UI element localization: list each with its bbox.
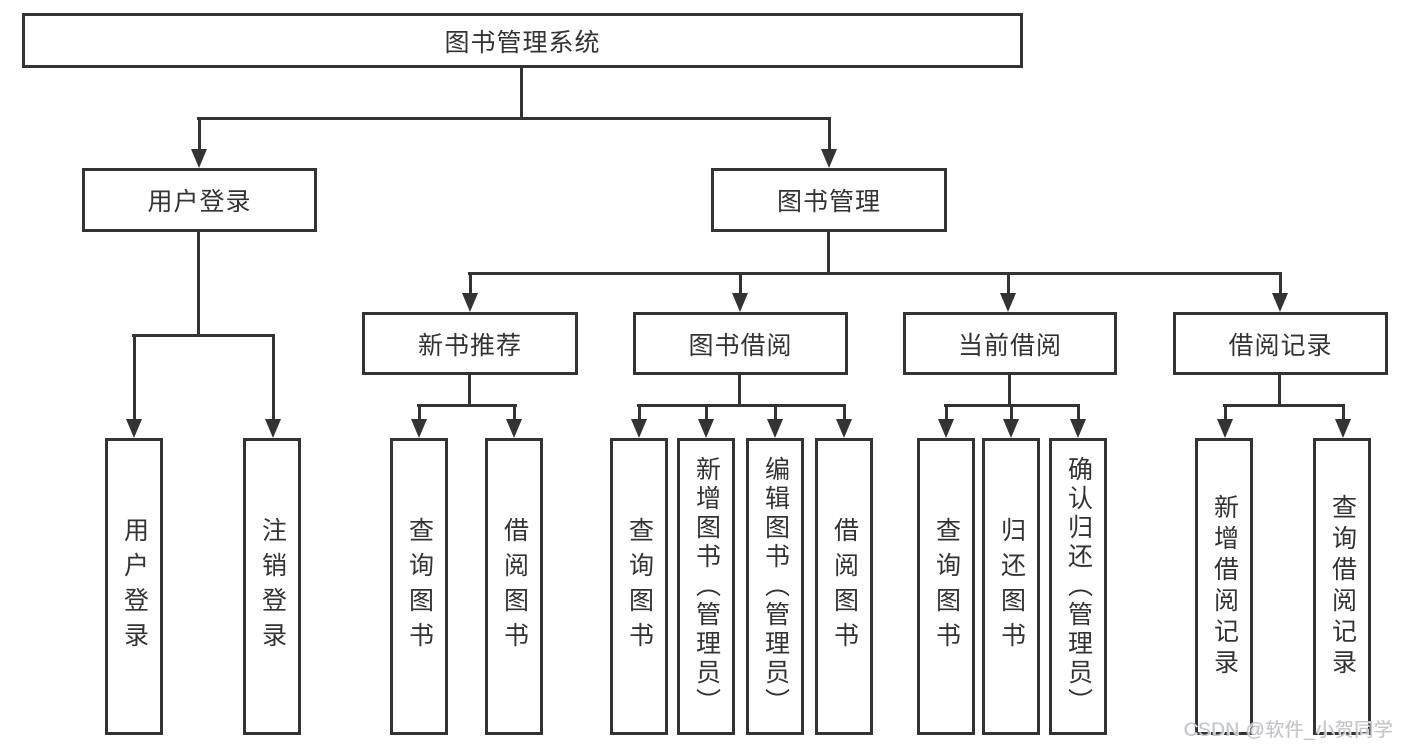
node-new-book-recommend-label: 新书推荐 xyxy=(417,331,522,360)
leaf-query-books-current: 查询图书 xyxy=(917,438,975,735)
leaf-borrow-books-recommend-label: 借阅图书 xyxy=(500,516,529,657)
node-current-borrow-label: 当前借阅 xyxy=(957,331,1062,360)
connector-bookmgmt-stem xyxy=(827,232,830,275)
leaf-add-book-admin: 新增图书（管理员） xyxy=(677,438,735,735)
leaf-return-book-label: 归还图书 xyxy=(997,516,1026,657)
leaf-add-borrow-record-label: 新增借阅记录 xyxy=(1210,493,1239,680)
leaf-add-book-admin-label: 新增图书（管理员） xyxy=(692,456,721,717)
arrow-down-icon xyxy=(1272,272,1288,312)
node-borrow-records-label: 借阅记录 xyxy=(1228,331,1333,360)
leaf-confirm-return-admin: 确认归还（管理员） xyxy=(1049,438,1107,735)
connector-userlogin-hbar xyxy=(132,334,275,337)
node-user-login-label: 用户登录 xyxy=(147,188,252,216)
leaf-return-book: 归还图书 xyxy=(982,438,1040,735)
node-root-label: 图书管理系统 xyxy=(444,28,601,57)
arrow-down-icon xyxy=(1000,272,1016,312)
csdn-watermark: CSDN @软件_小贺同学 xyxy=(1184,720,1394,741)
connector-bookmgmt-hbar xyxy=(468,272,1282,275)
node-borrow-records: 借阅记录 xyxy=(1173,312,1388,375)
arrow-down-icon xyxy=(1217,404,1233,438)
connector-group3-stem xyxy=(1008,375,1011,407)
node-new-book-recommend: 新书推荐 xyxy=(362,312,578,375)
arrow-down-icon xyxy=(767,404,783,438)
leaf-user-login: 用户登录 xyxy=(105,438,163,735)
arrow-down-icon xyxy=(506,404,522,438)
connector-group4-hbar xyxy=(1223,404,1345,407)
leaf-borrow-books-borrow-label: 借阅图书 xyxy=(830,516,859,657)
leaf-edit-book-admin: 编辑图书（管理员） xyxy=(746,438,804,735)
arrow-down-icon xyxy=(265,334,281,438)
node-book-management-label: 图书管理 xyxy=(776,188,881,216)
node-book-borrow: 图书借阅 xyxy=(633,312,848,375)
arrow-down-icon xyxy=(698,404,714,438)
connector-group2-hbar xyxy=(637,404,846,407)
leaf-add-borrow-record: 新增借阅记录 xyxy=(1195,438,1253,735)
node-user-login: 用户登录 xyxy=(82,168,317,232)
arrow-down-icon xyxy=(631,404,647,438)
arrow-down-icon xyxy=(1070,404,1086,438)
connector-group1-stem xyxy=(468,375,471,407)
arrow-down-icon xyxy=(732,272,748,312)
leaf-user-login-label: 用户登录 xyxy=(120,516,149,657)
leaf-query-books-borrow-label: 查询图书 xyxy=(625,516,654,657)
connector-userlogin-stem xyxy=(197,232,200,337)
node-current-borrow: 当前借阅 xyxy=(903,312,1117,375)
arrow-down-icon xyxy=(411,404,427,438)
connector-group2-stem xyxy=(738,375,741,407)
node-root: 图书管理系统 xyxy=(22,13,1023,68)
arrow-down-icon xyxy=(462,272,478,312)
leaf-logout-label: 注销登录 xyxy=(258,516,287,657)
arrow-down-icon xyxy=(836,404,852,438)
leaf-query-borrow-record-label: 查询借阅记录 xyxy=(1328,493,1357,680)
leaf-query-books-recommend-label: 查询图书 xyxy=(405,516,434,657)
connector-root-stem xyxy=(520,68,523,119)
arrow-down-icon xyxy=(191,117,207,168)
connector-root-hbar xyxy=(197,117,831,120)
arrow-down-icon xyxy=(1335,404,1351,438)
leaf-confirm-return-admin-label: 确认归还（管理员） xyxy=(1064,456,1093,717)
leaf-logout: 注销登录 xyxy=(243,438,301,735)
arrow-down-icon xyxy=(126,334,142,438)
arrow-down-icon xyxy=(821,117,837,168)
arrow-down-icon xyxy=(938,404,954,438)
leaf-borrow-books-borrow: 借阅图书 xyxy=(815,438,873,735)
arrow-down-icon xyxy=(1003,404,1019,438)
node-book-borrow-label: 图书借阅 xyxy=(688,331,793,360)
leaf-query-books-borrow: 查询图书 xyxy=(610,438,668,735)
leaf-query-borrow-record: 查询借阅记录 xyxy=(1313,438,1371,735)
leaf-edit-book-admin-label: 编辑图书（管理员） xyxy=(761,456,790,717)
connector-group1-hbar xyxy=(417,404,517,407)
leaf-query-books-recommend: 查询图书 xyxy=(390,438,448,735)
node-book-management: 图书管理 xyxy=(711,168,947,232)
leaf-borrow-books-recommend: 借阅图书 xyxy=(485,438,543,735)
connector-group4-stem xyxy=(1278,375,1281,407)
leaf-query-books-current-label: 查询图书 xyxy=(932,516,961,657)
